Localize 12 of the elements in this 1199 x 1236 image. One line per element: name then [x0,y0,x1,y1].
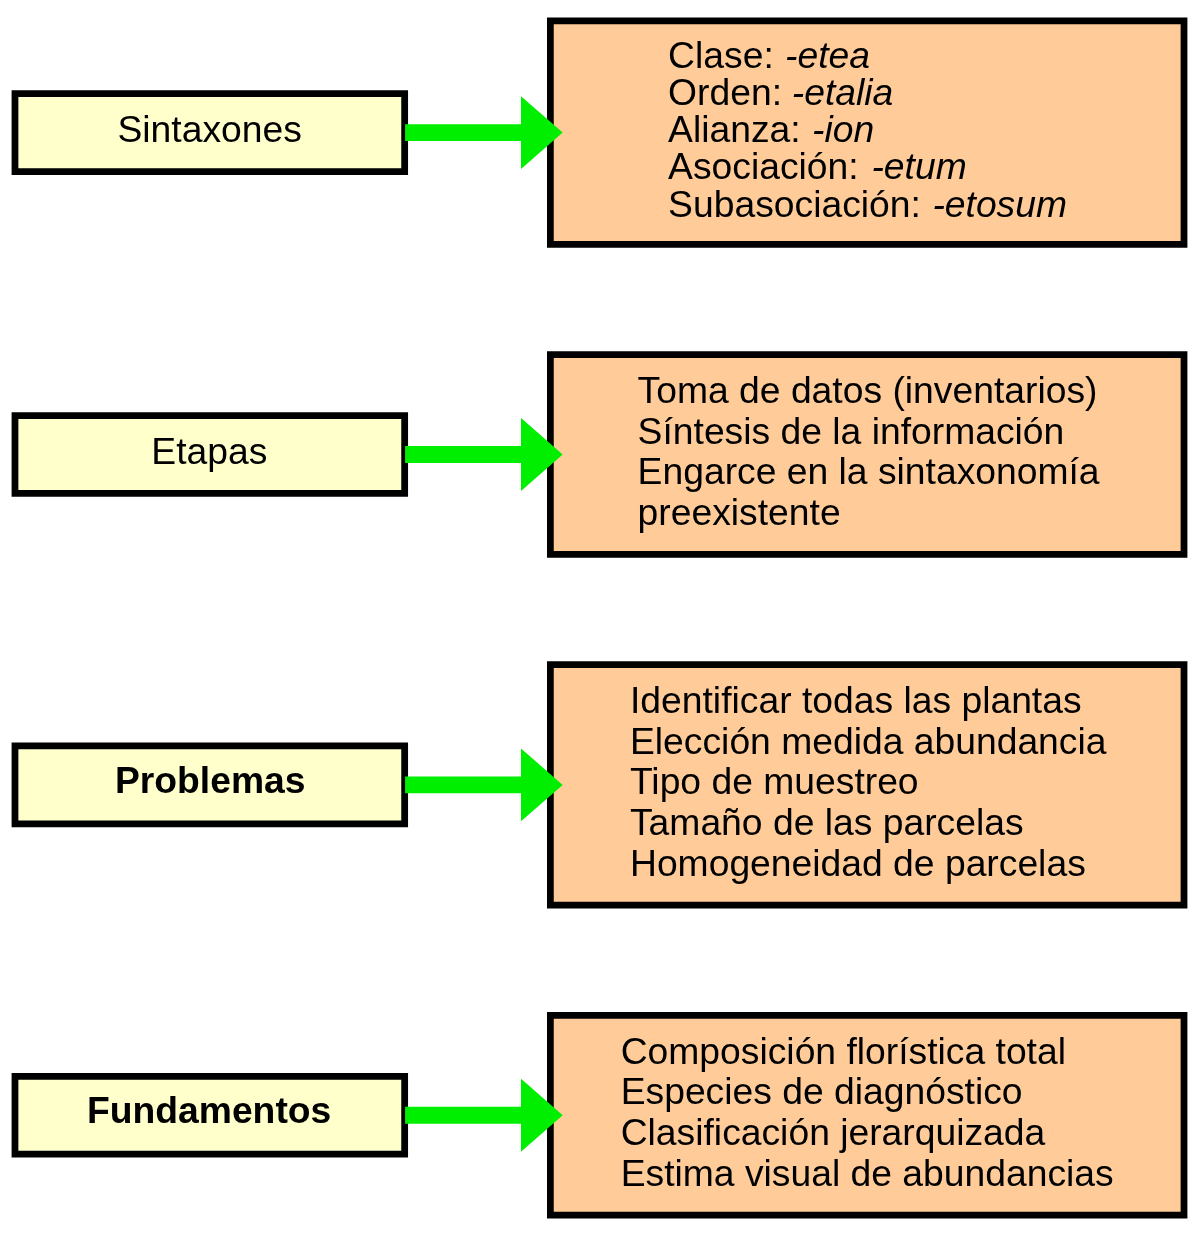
node-box: Problemas [11,742,409,828]
arrow [405,96,563,170]
arrow [405,748,563,822]
node-box: Composición florística total Especies de diagnóstico Clasificación jerarquizada Estima visual de abundancias [547,1011,1188,1219]
node-box: Identificar todas las plantas Elección medida abundancia Tipo de muestreo Tamaño de las parcelas Homogeneidad de parcelas [547,661,1188,909]
node-box: Clase: -etea Orden: -etalia Alianza: -ion Asociación: -etum Subasociación: -etosum [547,17,1188,248]
arrow [405,418,563,491]
node-box: Fundamentos [11,1072,409,1158]
node-box: Etapas [11,412,409,497]
arrow [405,1078,563,1152]
node-box: Toma de datos (inventarios) Síntesis de la información Engarce en la sintaxonomía preexistente [547,351,1188,558]
node-box: Sintaxones [11,90,409,175]
